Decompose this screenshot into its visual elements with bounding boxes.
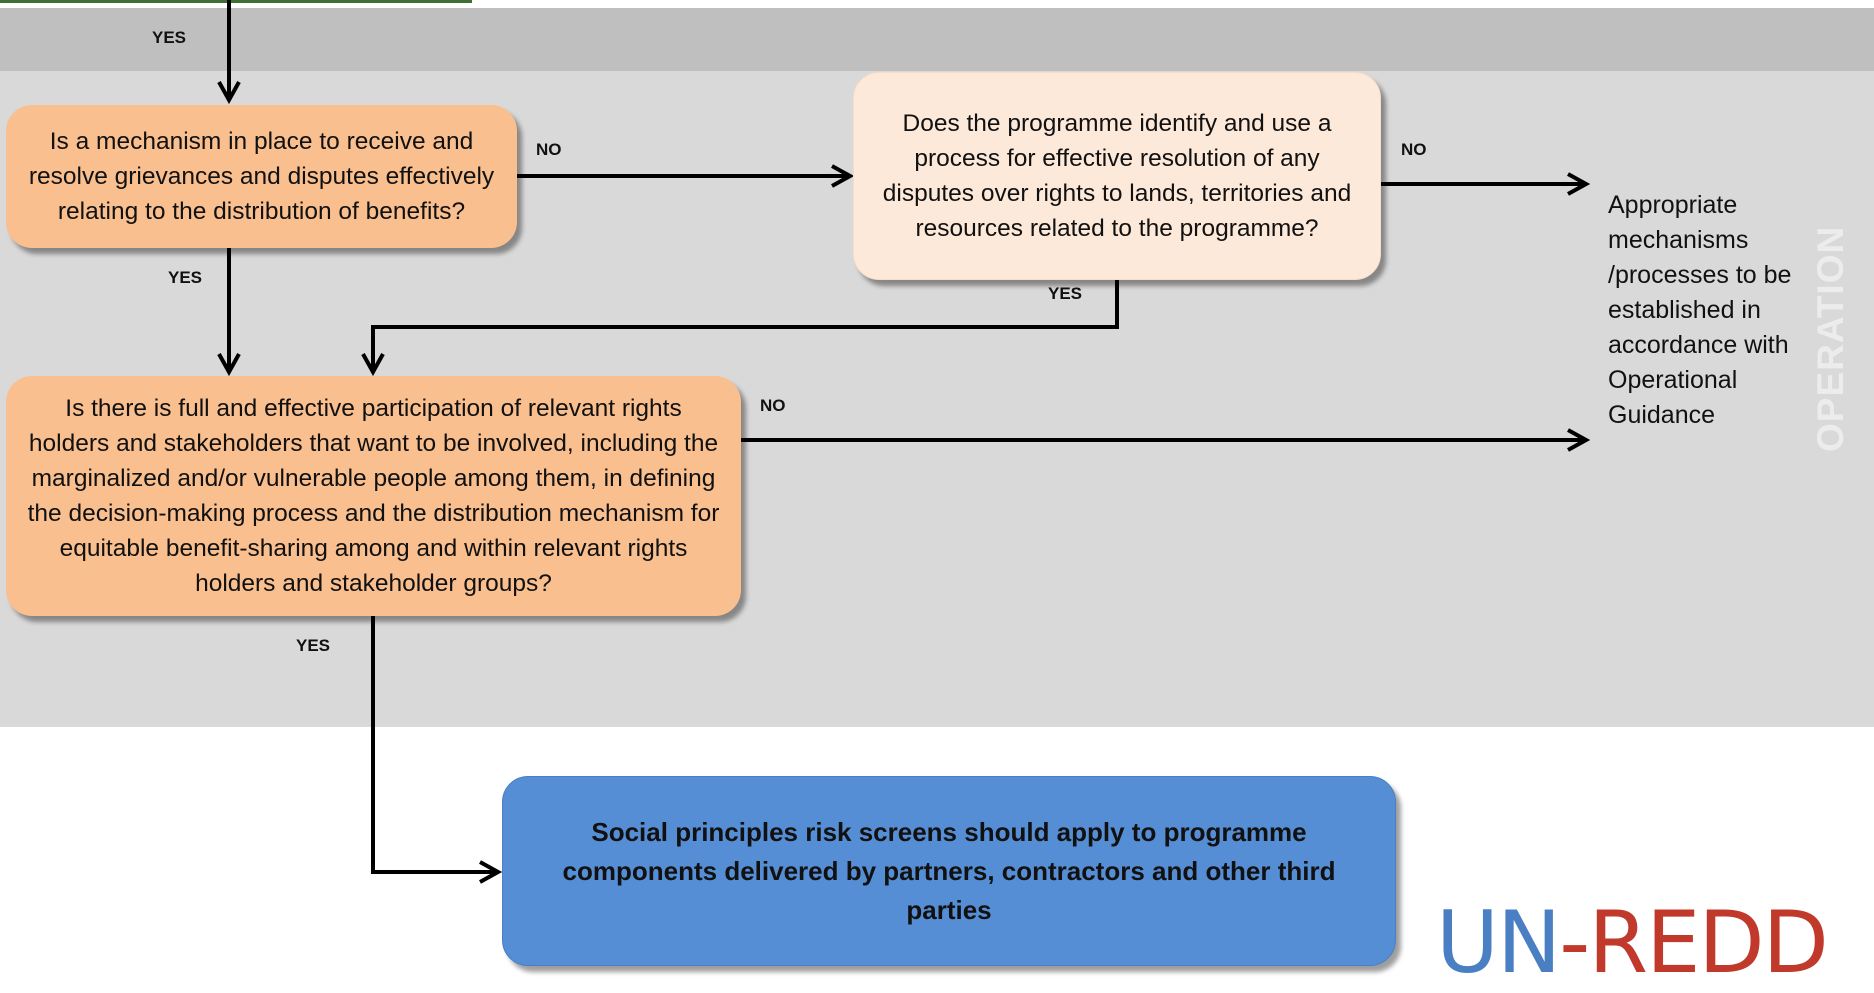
outcome-text: Appropriate mechanisms /processes to be … [1608,191,1792,429]
logo-dash: - [1559,893,1590,993]
final-recommendation-text: Social principles risk screens should ap… [562,816,1336,925]
logo-un: UN [1436,893,1561,993]
question-grievance-text: Is a mechanism in place to receive and r… [28,128,495,225]
top-image-edge [0,0,472,3]
question-grievance-mechanism: Is a mechanism in place to receive and r… [6,105,517,248]
yes-label-q3: YES [296,636,331,655]
un-redd-logo: UN-REDD [1436,900,1829,986]
question-land-disputes: Does the programme identify and use a pr… [853,72,1381,280]
question-participation: Is there is full and effective participa… [6,376,741,616]
yes-label-entry: YES [152,28,187,47]
logo-redd: REDD [1588,893,1829,993]
yes-label-q1: YES [168,268,203,287]
arrow-q2-yes [373,280,1119,372]
yes-label-q2: YES [1048,284,1083,303]
no-label-q1: NO [536,140,562,159]
question-land-disputes-text: Does the programme identify and use a pr… [882,110,1352,242]
no-label-q3: NO [760,396,786,415]
top-band [0,8,1874,71]
arrow-q3-yes [371,616,498,872]
no-label-q2: NO [1401,140,1427,159]
question-participation-text: Is there is full and effective participa… [27,395,720,597]
final-recommendation: Social principles risk screens should ap… [502,776,1396,966]
